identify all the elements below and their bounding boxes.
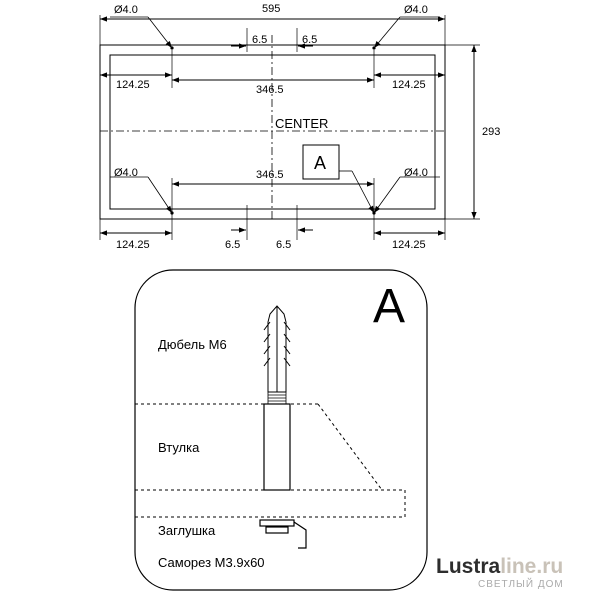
label-center: CENTER (275, 116, 328, 131)
label-offset-top-right: 6.5 (302, 34, 317, 46)
dowel-m6 (263, 305, 291, 393)
plug-and-screw-head (259, 519, 307, 549)
label-hole-top-right: Ø4.0 (404, 4, 428, 16)
hole-top-left (170, 46, 174, 50)
sleeve-body (263, 403, 291, 491)
label-hole-bottom-left: Ø4.0 (114, 167, 138, 179)
top-plan-drawing (99, 15, 480, 240)
leader-hole-bottom-left (147, 176, 173, 214)
watermark-brand-accent: line.ru (500, 555, 563, 578)
label-overall-height: 293 (482, 126, 500, 138)
detail-a-panel (134, 269, 428, 591)
inner-panel-outline (109, 54, 436, 210)
hole-bottom-left (170, 211, 174, 215)
detail-letter: A (373, 280, 405, 333)
watermark-tagline: СВЕТЛЫЙ ДОМ (478, 577, 564, 590)
label-offset-top-left: 6.5 (252, 34, 267, 46)
label-side-top-left: 124.25 (116, 79, 150, 91)
label-overall-width: 595 (262, 3, 280, 15)
label-hole-bottom-right: Ø4.0 (404, 167, 428, 179)
watermark-logo: Lustraline.ru СВЕТЛЫЙ ДОМ (436, 555, 564, 590)
label-side-bottom-right: 124.25 (392, 239, 426, 251)
label-offset-bottom-left: 6.5 (225, 239, 240, 251)
label-span-bottom: 346.5 (256, 169, 284, 181)
watermark-brand-main: Lustra (436, 555, 501, 578)
svg-text:Lustraline.ru: Lustraline.ru (436, 555, 563, 578)
label-side-bottom-left: 124.25 (116, 239, 150, 251)
outer-panel-outline (99, 44, 446, 220)
label-sleeve: Втулка (158, 440, 200, 455)
screw-thread (267, 391, 287, 405)
label-span-top: 346.5 (256, 84, 284, 96)
label-offset-bottom-right: 6.5 (276, 239, 291, 251)
label-detail-callout: A (314, 153, 326, 173)
hole-top-right (372, 46, 376, 50)
leader-hole-bottom-right (373, 176, 401, 214)
ceiling-outline (135, 403, 406, 518)
leader-hole-top-left (147, 16, 173, 49)
label-hole-top-left: Ø4.0 (114, 4, 138, 16)
mounting-holes (170, 46, 376, 215)
label-dowel: Дюбель М6 (158, 337, 227, 352)
detail-frame (134, 269, 428, 591)
leader-hole-top-right (373, 16, 401, 49)
label-screw: Саморез М3.9х60 (158, 555, 265, 570)
hole-bottom-right (372, 211, 376, 215)
label-side-top-right: 124.25 (392, 79, 426, 91)
label-plug: Заглушка (158, 523, 216, 538)
detail-callout-box (302, 144, 340, 180)
